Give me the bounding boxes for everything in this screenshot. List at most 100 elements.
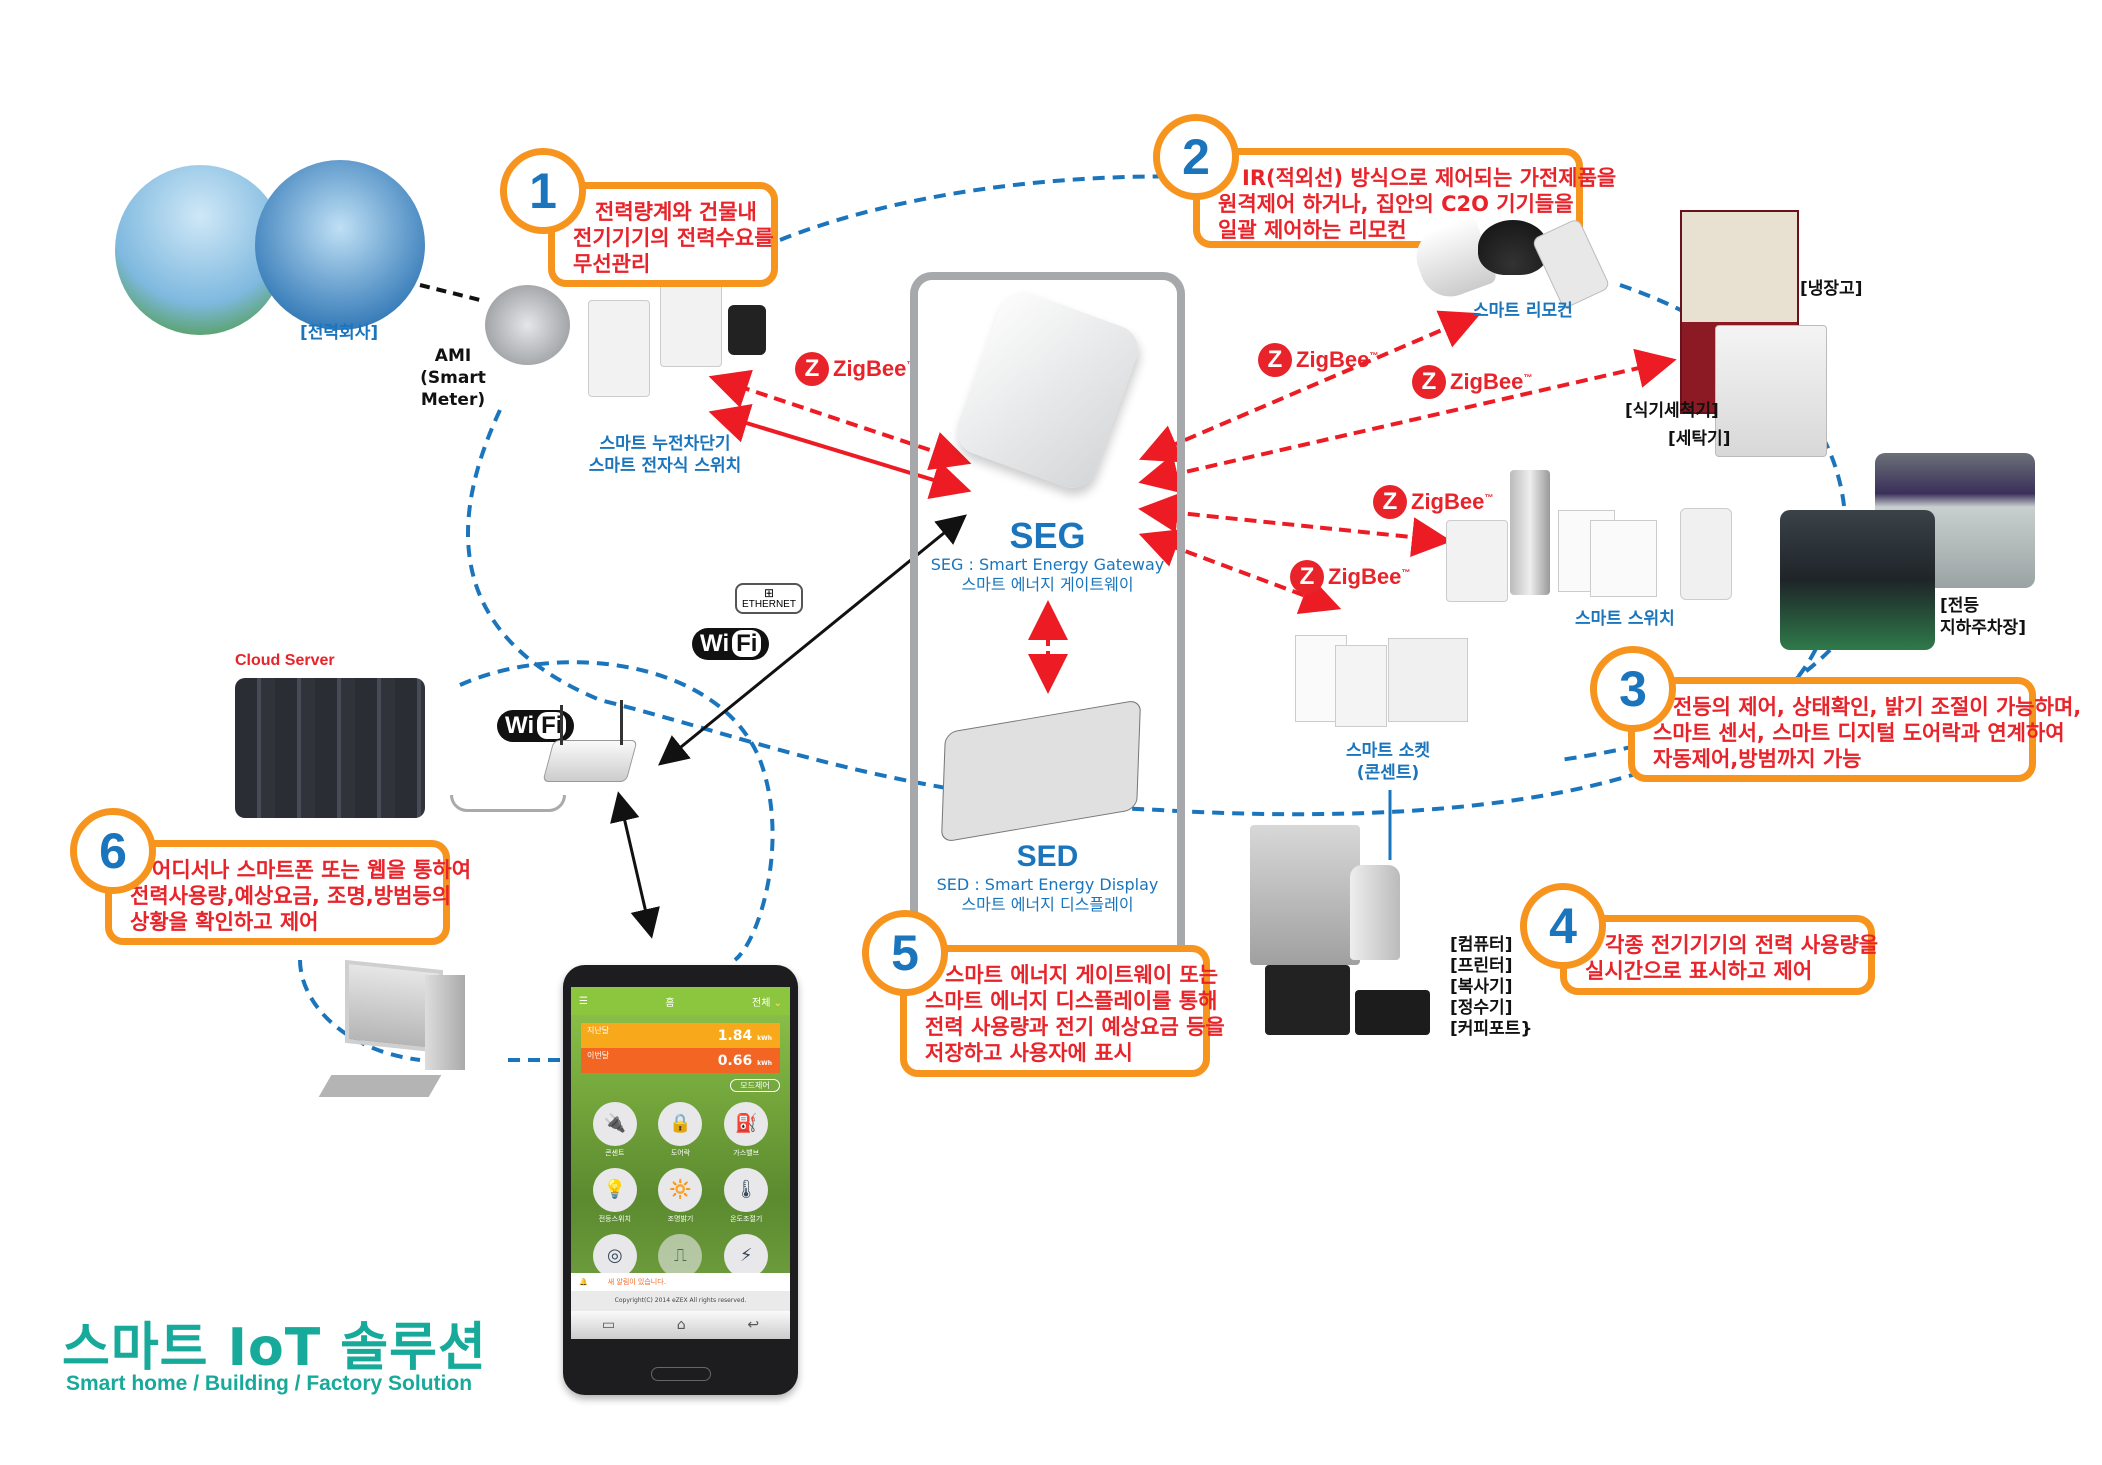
zigbee-tm: ™: [1484, 492, 1494, 503]
zigbee-text: ZigBee™: [1411, 489, 1493, 515]
mode-control-button[interactable]: 모드제어: [730, 1079, 780, 1092]
usage-value: 0.66 kWh: [718, 1053, 772, 1069]
pc-tower-image: [425, 975, 465, 1070]
tile-dimmer[interactable]: 🔆조명밝기: [651, 1168, 711, 1224]
smart-meter-image: [485, 285, 570, 365]
washer-label: [세탁기]: [1668, 429, 1731, 449]
smart-socket-label-2: (콘센트): [1356, 763, 1420, 783]
callout-6-number: 6: [70, 808, 156, 894]
filter-value: 전체: [752, 997, 771, 1009]
callout-5-line-2: 스마트 에너지 디스플레이를 통해: [925, 989, 1218, 1013]
usage-value: 1.84 kWh: [718, 1028, 772, 1044]
tile-light-switch[interactable]: 💡전등스위치: [585, 1168, 645, 1224]
zigbee-tm: ™: [1523, 372, 1533, 383]
callout-4: 각종 전기기기의 전력 사용량을 실시간으로 표시하고 제어: [1560, 915, 1879, 995]
gas-valve-controller-image: [1680, 508, 1732, 600]
light-switch-icon: 💡: [592, 1168, 637, 1212]
seg-title: SEG: [1009, 515, 1086, 556]
hardware-home-button[interactable]: [651, 1367, 711, 1381]
alert-bar[interactable]: 🔔새 알림이 있습니다.: [571, 1273, 790, 1291]
filter-dropdown[interactable]: 전체 ⌄: [752, 994, 782, 1009]
back-icon[interactable]: ↩: [747, 1317, 760, 1333]
callout-2-line-1: IR(적외선) 방식으로 제어되는 가전제품을: [1242, 166, 1617, 190]
zigbee-word: ZigBee: [1328, 564, 1402, 589]
ct-clamp-image: [728, 305, 766, 355]
parking-label-2: 지하주차장]: [1940, 618, 2026, 638]
home-icon[interactable]: ⌂: [676, 1317, 686, 1333]
callout-1-line-1: 전력량계와 건물내: [595, 200, 757, 224]
zigbee-text: ZigBee™: [833, 356, 915, 382]
callout-4-number: 4: [1520, 883, 1606, 969]
doorlock-image: [1510, 470, 1550, 595]
usage-label: 지난달: [587, 1026, 610, 1035]
zigbee-word: ZigBee: [1450, 369, 1524, 394]
callout-1: 전력량계와 건물내 전기기기의 전력수요를 무선관리: [548, 182, 778, 287]
switch-icon: ⎍: [658, 1234, 703, 1278]
app-bar: ☰ 홈 전체 ⌄: [571, 987, 790, 1015]
outlet-icon: 🔌: [592, 1102, 637, 1146]
callout-2-number: 2: [1153, 114, 1239, 200]
zigbee-icon: Z: [1373, 485, 1407, 519]
keyboard-image: [318, 1075, 442, 1097]
callout-1-line-3: 무선관리: [573, 252, 651, 276]
wall-switch-image-2: [1590, 520, 1657, 597]
office-label-kettle: [커피포트}: [1450, 1019, 1533, 1039]
ami-title: AMI: [434, 346, 472, 366]
usage-number: 0.66: [717, 1053, 753, 1069]
cloud-server-photo: [235, 678, 425, 818]
breaker-label-2: 스마트 전자식 스위치: [588, 456, 742, 476]
breaker-label: 스마트 누전차단기 스마트 전자식 스위치: [580, 433, 750, 477]
tile-gas-valve[interactable]: ⛽ 가스밸브: [716, 1102, 776, 1158]
usage-number: 1.84: [717, 1028, 753, 1044]
breaker-image-1: [588, 300, 650, 397]
parking-label-1: [전등: [1940, 596, 1980, 616]
smart-meter-subtitle: (Smart Meter): [420, 368, 486, 410]
recent-apps-icon[interactable]: ▭: [601, 1317, 616, 1333]
zigbee-icon: Z: [1290, 560, 1324, 594]
tile-switch[interactable]: ⎍: [651, 1234, 711, 1278]
tile-outlet[interactable]: 🔌 콘센트: [585, 1102, 645, 1158]
sed-full-name: SED : Smart Energy Display: [936, 875, 1159, 894]
tile-doorlock[interactable]: 🔒도어락: [651, 1102, 711, 1158]
zigbee-tm: ™: [1401, 567, 1411, 578]
wifi-wi: Wi: [505, 712, 535, 739]
dimmer-icon: 🔆: [658, 1168, 703, 1212]
callout-3-line-2: 스마트 센서, 스마트 디지털 도어락과 연계하여: [1653, 721, 2065, 745]
tile-breaker[interactable]: ⚡: [716, 1234, 776, 1278]
office-label-printer: [프린터]: [1450, 956, 1513, 976]
gateway-frame: [910, 272, 1185, 992]
alert-text: 새 알림이 있습니다.: [607, 1278, 666, 1286]
tile-thermostat[interactable]: 🌡 온도조절기: [716, 1168, 776, 1224]
breaker-label-1: 스마트 누전차단기: [599, 434, 731, 454]
power-lines-photo: [255, 160, 425, 330]
zigbee-word: ZigBee: [833, 356, 907, 381]
office-label-computer: [컴퓨터]: [1450, 935, 1513, 955]
arrow-seg-appliances: [1138, 348, 1677, 494]
tile-label: 콘센트: [605, 1149, 625, 1157]
smoke-sensor-icon: ◎: [592, 1234, 637, 1278]
callout-3-number: 3: [1590, 646, 1676, 732]
menu-icon[interactable]: ☰: [579, 995, 588, 1007]
laptop-image: [1265, 965, 1350, 1035]
tile-smoke-sensor[interactable]: ◎: [585, 1234, 645, 1278]
dishwasher-label: [식기세척기]: [1625, 401, 1719, 421]
seg-full-name: SEG : Smart Energy Gateway: [930, 555, 1165, 574]
callout-4-line-1: 각종 전기기기의 전력 사용량을: [1605, 933, 1879, 957]
callout-6-line-2: 전력사용량,예상요금, 조명,방범등의: [130, 884, 452, 908]
zigbee-word: ZigBee: [1411, 489, 1485, 514]
thermostat-icon: 🌡: [724, 1168, 769, 1212]
breaker-icon: ⚡: [724, 1234, 769, 1278]
gas-valve-icon: ⛽: [724, 1102, 769, 1146]
callout-6-line-1: 어디서나 스마트폰 또는 웹을 통하여: [152, 858, 472, 882]
sed-title: SED: [1016, 840, 1079, 873]
tile-label: 온도조절기: [730, 1215, 763, 1223]
usage-last-month: 지난달 1.84 kWh: [581, 1023, 780, 1048]
doorlock-icon: 🔒: [658, 1102, 703, 1146]
smart-switch-label: 스마트 스위치: [1575, 609, 1675, 629]
tile-label: 가스밸브: [733, 1149, 760, 1157]
